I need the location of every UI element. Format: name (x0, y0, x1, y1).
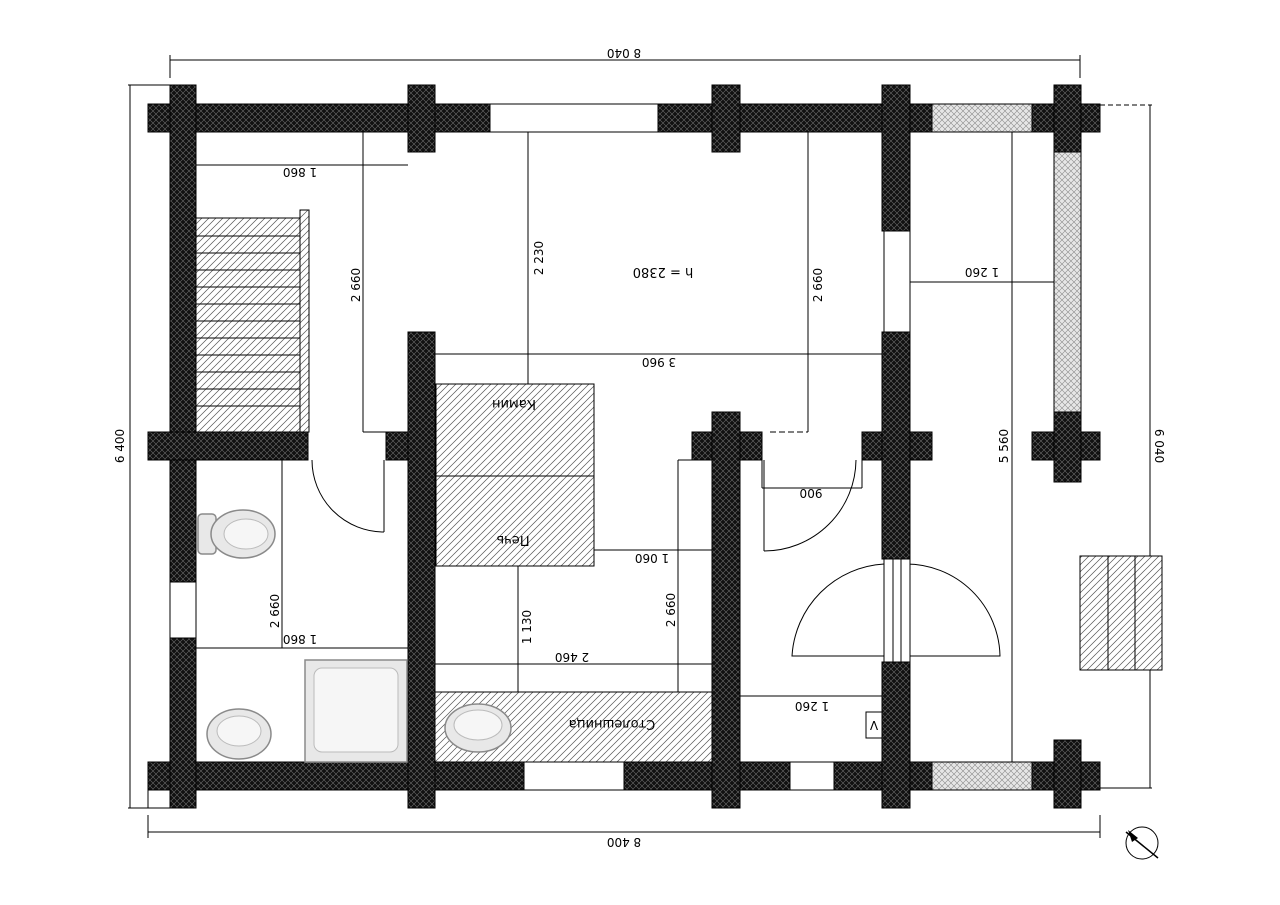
dim-hall-width: 3 960 (642, 355, 676, 369)
dim-center-mid-height: 2 660 (811, 268, 825, 302)
dim-center-top-height: 2 230 (532, 241, 546, 275)
dim-bath-height: 2 660 (268, 594, 282, 628)
vent-mark (865, 711, 883, 739)
label-countertop: Столешница (569, 716, 656, 731)
dim-top-total: 8 040 (607, 46, 641, 60)
compass-icon (1125, 826, 1159, 860)
dim-entry-width: 1 260 (795, 699, 829, 713)
dim-stove-side: 1 060 (635, 551, 669, 565)
shower-tray-icon (304, 659, 408, 763)
dim-bottom-total: 8 400 (607, 835, 641, 849)
dim-right-total: 6 040 (1152, 429, 1166, 463)
toilet-icon (197, 509, 276, 559)
kitchen-sink-icon (444, 703, 512, 753)
dim-kitchen-height-a: 1 130 (520, 610, 534, 644)
dim-kitchen-width: 2 460 (555, 650, 589, 664)
window-openings (169, 103, 911, 791)
fireplace-stove (435, 383, 595, 567)
dim-terrace-depth: 5 560 (997, 429, 1011, 463)
doors (311, 459, 1001, 663)
labels: 8 040 8 400 6 400 6 040 1 860 2 660 2 23… (113, 46, 1166, 849)
dim-bath-width: 1 860 (283, 632, 317, 646)
dim-left-total: 6 400 (113, 429, 127, 463)
sink-icon (206, 708, 272, 760)
dim-terrace-width: 1 260 (965, 265, 999, 279)
staircase (195, 209, 310, 433)
entry-steps (1079, 555, 1163, 671)
dim-door-width: 900 (800, 486, 823, 500)
dim-stair-width: 1 860 (283, 165, 317, 179)
vent-label: V (869, 718, 878, 732)
dim-left-height: 2 660 (349, 268, 363, 302)
ceiling-height: h = 2380 (633, 264, 693, 279)
walls (147, 84, 1101, 809)
label-fireplace: Камин (492, 396, 536, 411)
dim-kitchen-height-b: 2 660 (664, 593, 678, 627)
windows (931, 103, 1082, 791)
interior-dimension-lines (196, 132, 1054, 762)
dimension-lines (128, 55, 1152, 838)
label-stove: Печь (496, 532, 529, 547)
